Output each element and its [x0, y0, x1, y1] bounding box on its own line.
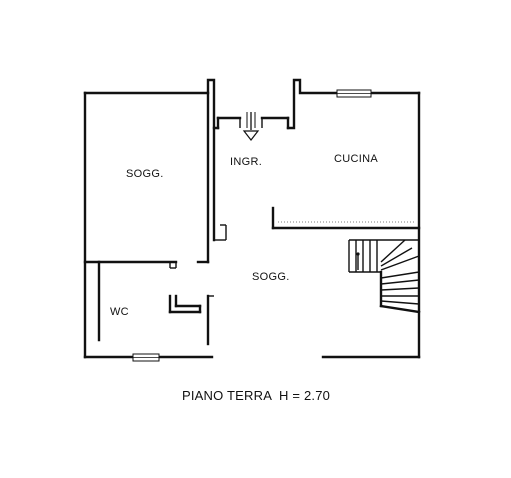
room-label-wc: WC — [110, 306, 129, 318]
interior-wall-kitchen — [271, 206, 421, 230]
interior-wall-left-room — [206, 91, 227, 264]
wall-top-left — [83, 78, 220, 130]
room-label-soggiorno-center: SOGG. — [252, 271, 290, 283]
interior-wall-wc — [97, 260, 214, 346]
room-label-ingresso: INGR. — [230, 156, 262, 168]
interior-wall-soggiorno-bottom — [83, 260, 210, 269]
entrance-niche — [216, 116, 290, 130]
wc-window — [132, 353, 160, 362]
outer-walls — [83, 78, 421, 359]
kitchen-window — [336, 89, 372, 98]
staircase — [348, 239, 421, 314]
floor-caption: PIANO TERRA H = 2.70 — [182, 388, 330, 403]
room-label-cucina: CUCINA — [334, 153, 378, 165]
entrance-arrow-icon — [242, 112, 260, 141]
room-label-soggiorno-left: SOGG. — [126, 168, 164, 180]
wall-top-right — [286, 78, 421, 130]
